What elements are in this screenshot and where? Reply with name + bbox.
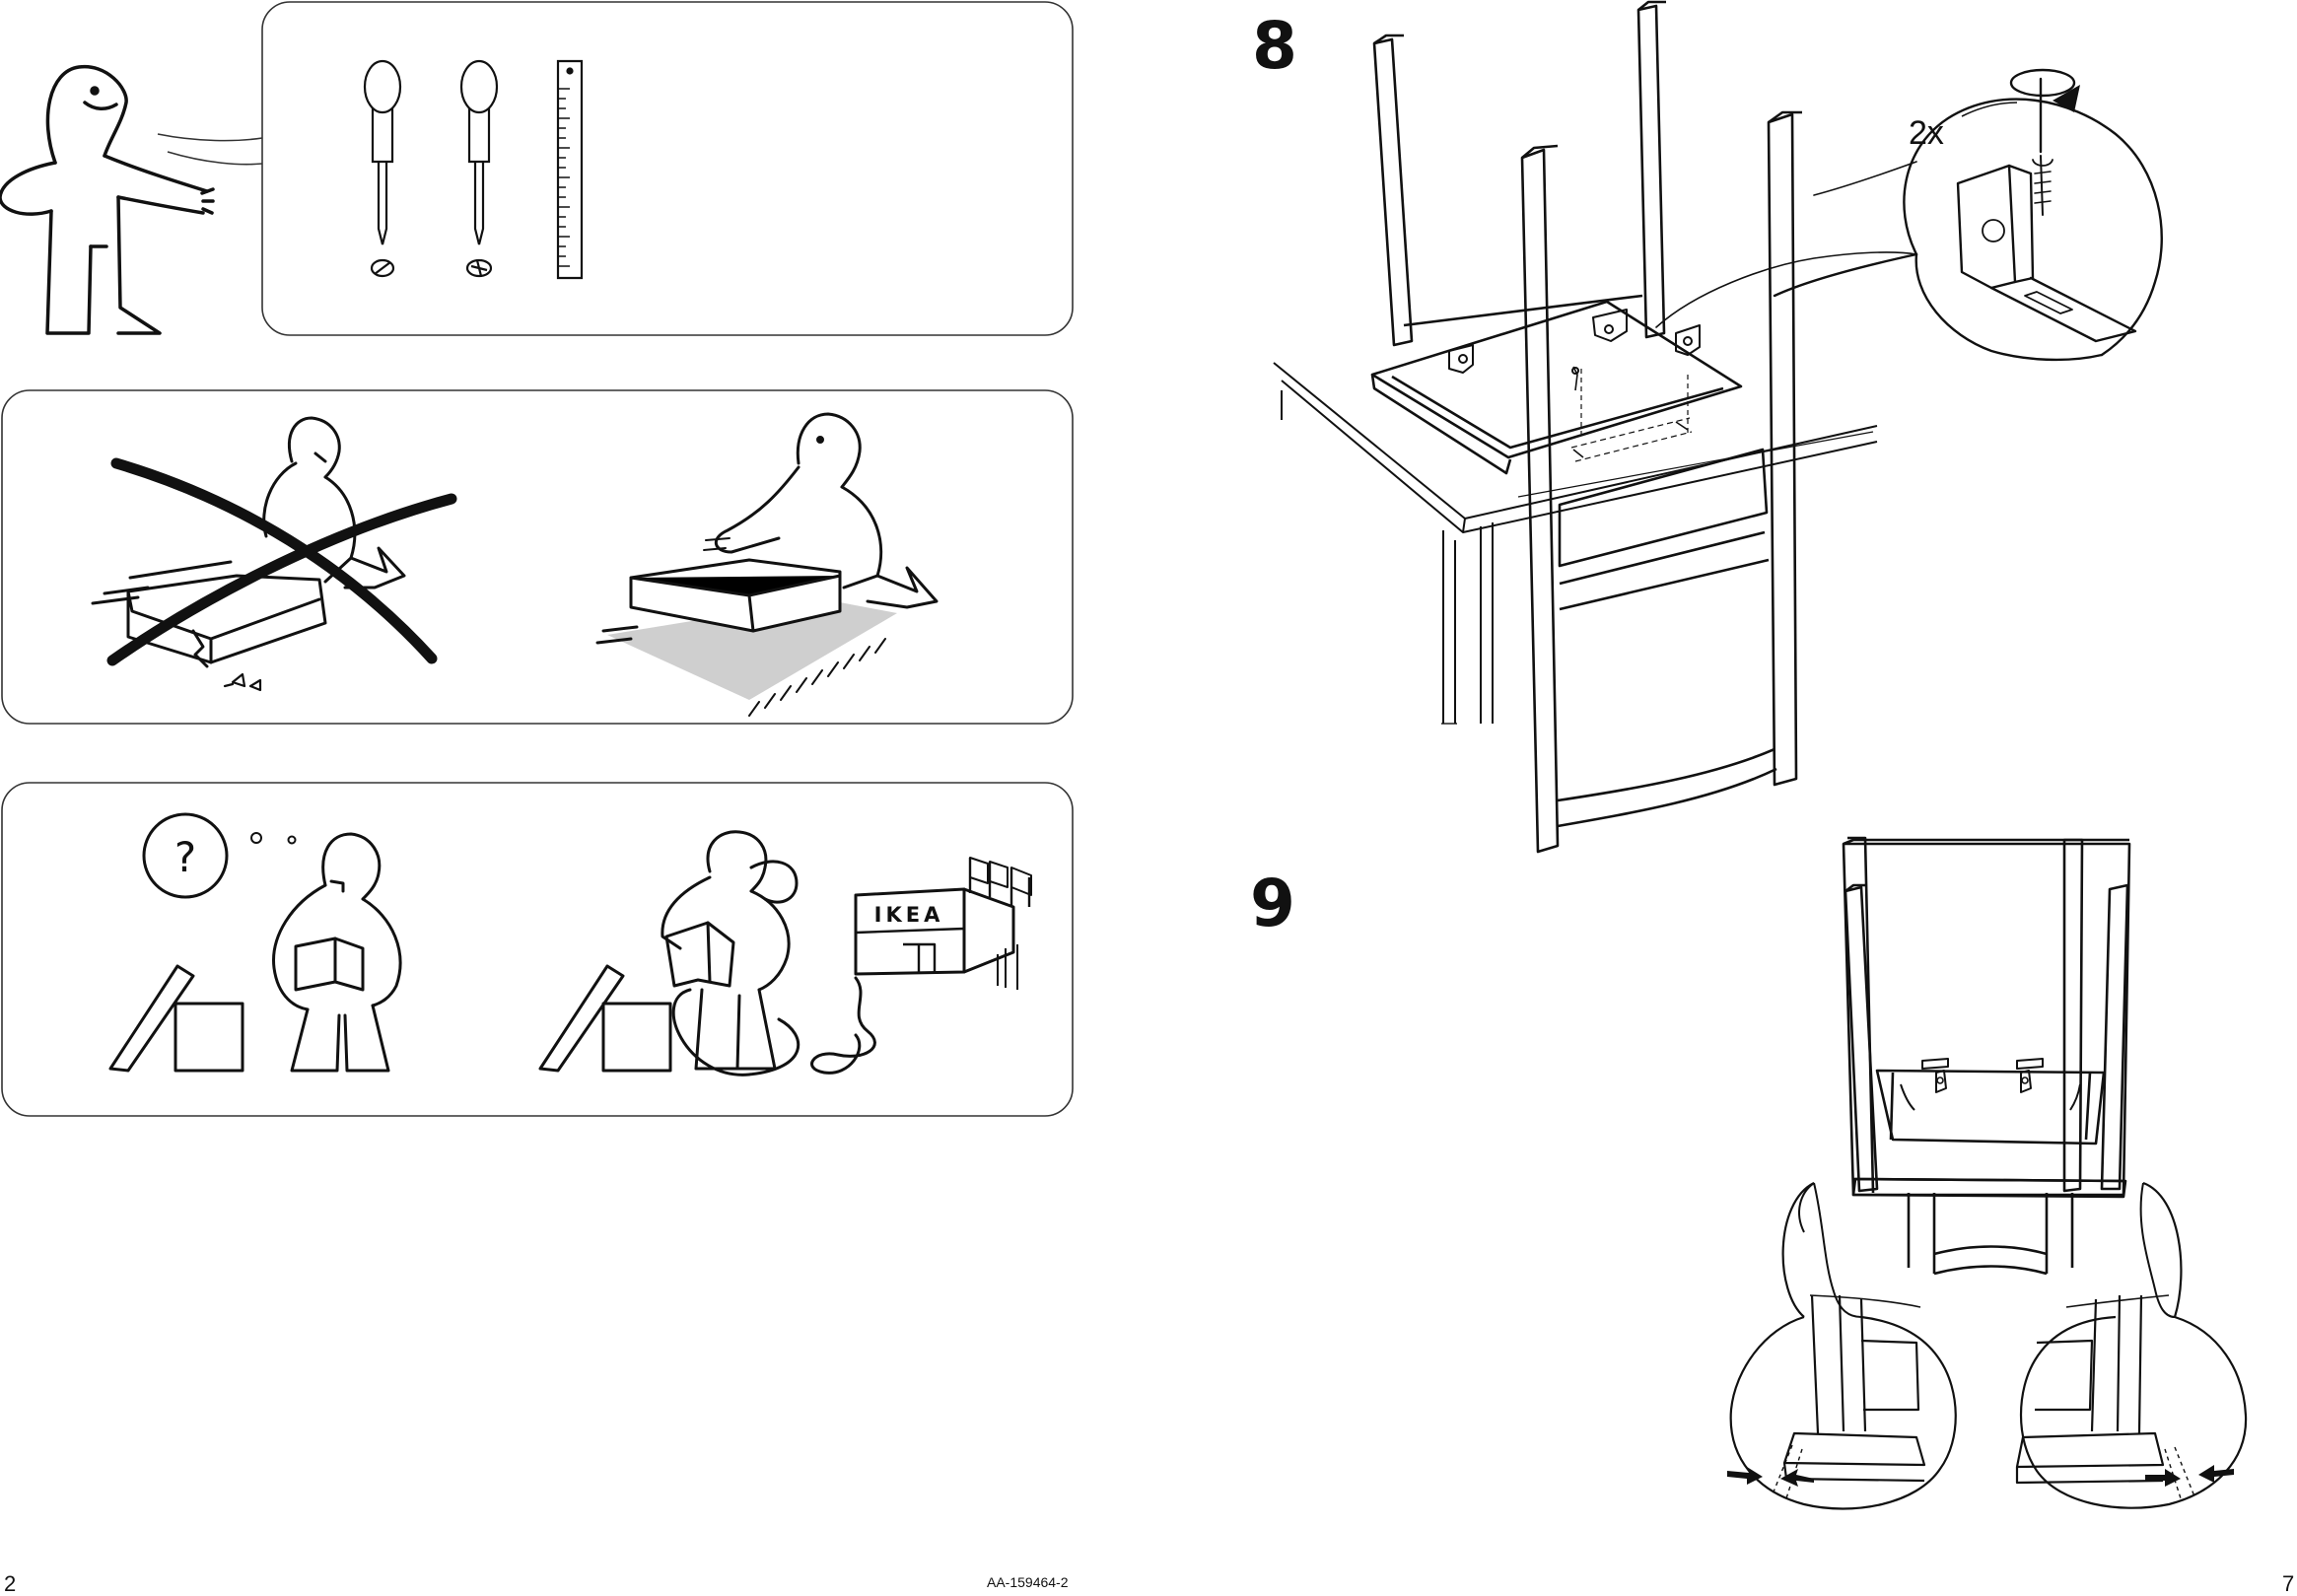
left-page-number: 2: [4, 1573, 16, 1595]
cross-out-mark: [112, 463, 452, 660]
document-code: AA-159464-2: [987, 1575, 1069, 1589]
confused-figure: [110, 814, 400, 1071]
phone-figure: [540, 832, 874, 1076]
help-question-mark: ?: [174, 833, 196, 881]
step-8-brackets: [1449, 310, 1700, 434]
screw-quantity-label: 2x: [1909, 116, 1944, 150]
step-9-chair: [1844, 838, 2129, 1274]
step-8-table: [1274, 363, 1877, 724]
ruler-icon: [558, 61, 582, 278]
step-9-table: [1799, 1183, 2175, 1317]
correct-unpacking-illustration: [597, 414, 937, 716]
floor-panel: [2, 390, 1073, 724]
quantity-leader: [1962, 103, 2017, 116]
step-8-number: 8: [1252, 14, 1297, 79]
step-9-right-detail: [2017, 1183, 2246, 1508]
step-8-chair: [1372, 2, 1802, 852]
help-bubble: ?: [174, 833, 196, 881]
push-arrow-icon: [1727, 1465, 2234, 1487]
panels: [2, 2, 1073, 1116]
step-9-number: 9: [1250, 871, 1295, 937]
store-sign-label: IKEA: [858, 905, 960, 926]
wrong-unpacking-illustration: [93, 418, 404, 690]
tools-panel: [262, 2, 1073, 335]
step-9-left-detail: [1731, 1183, 1956, 1509]
phillips-screwdriver-icon: [461, 61, 497, 276]
help-panel: [2, 783, 1073, 1116]
flat-screwdriver-icon: [365, 61, 400, 276]
speech-connector: [158, 134, 262, 165]
right-page-number: 7: [2282, 1573, 2294, 1595]
pointing-figure: [0, 67, 213, 333]
